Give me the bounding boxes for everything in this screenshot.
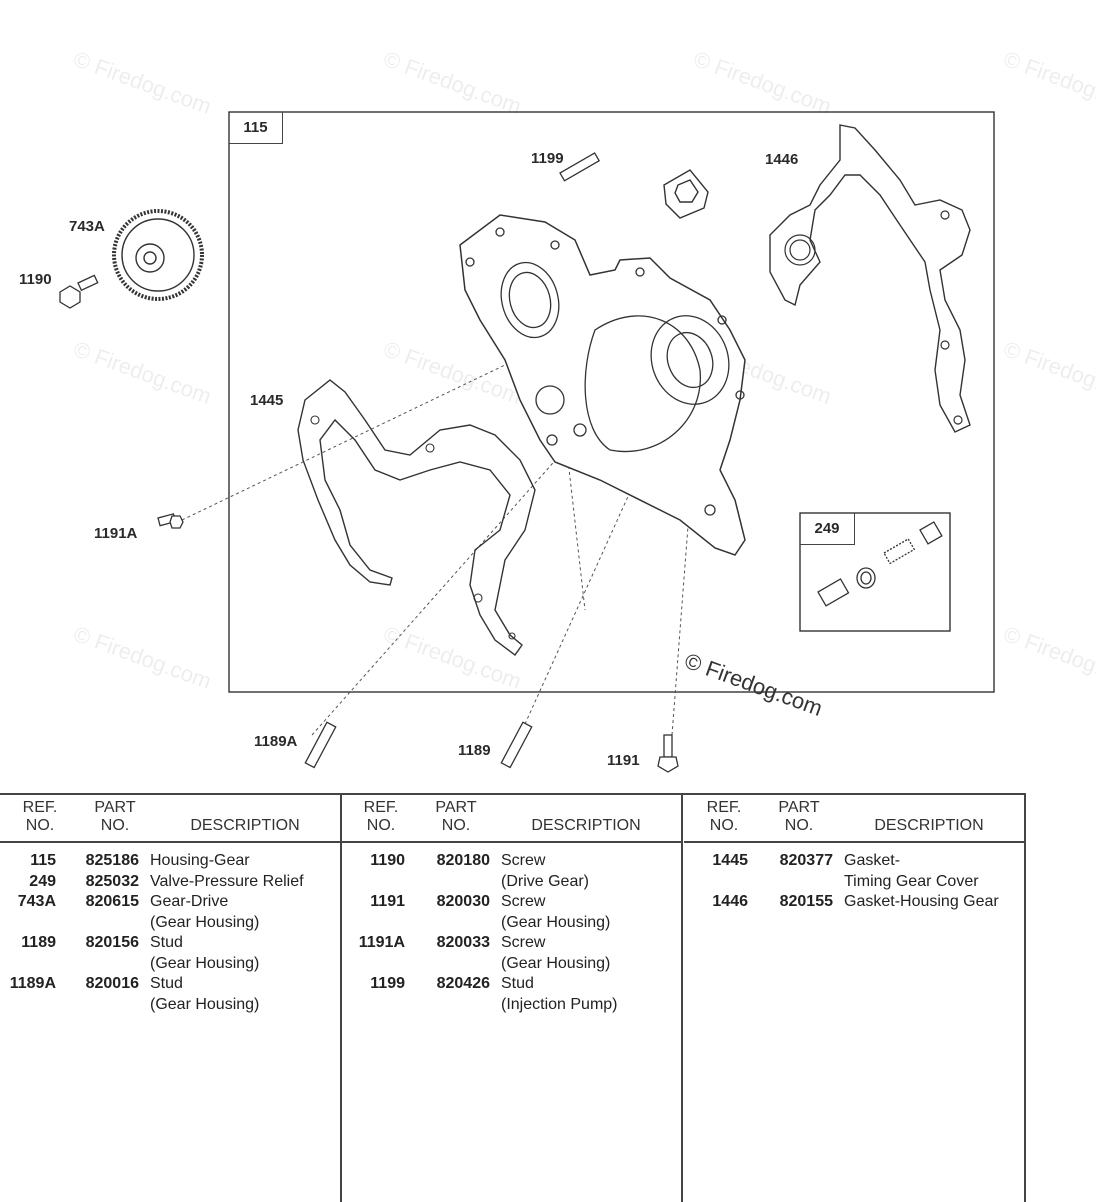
ref-number: 1199 [370,975,405,992]
table-row: 1199 820426 Stud (Injection Pump) [341,974,683,1015]
table-header: REF. NO. PART NO. DESCRIPTION [0,795,342,843]
parts-column: REF. NO. PART NO. DESCRIPTION 115 825186 Hous… [0,795,342,1202]
part-description: (Drive Gear) [501,872,590,890]
part-description: Stud [501,975,534,992]
table-row: 1191 820030 Screw (Gear Housing) [341,892,683,933]
part-description: Screw [501,852,546,869]
part-description: Screw [501,893,546,910]
callout-743a: 743A [69,218,105,235]
ref-number: 1189 [21,934,56,951]
stud-1199 [559,152,601,182]
ref-number: 1445 [712,852,748,869]
callout-1189a: 1189A [254,733,298,750]
part-description: (Gear Housing) [150,913,260,931]
part-description: Screw [501,934,546,951]
relief-valve-parts [817,521,943,607]
ref-number: 1191A [358,934,405,951]
part-description: (Gear Housing) [150,954,260,972]
part-number: 820016 [85,975,139,992]
screw-1191 [657,734,679,773]
part-description: (Gear Housing) [501,954,611,972]
exploded-parts-diagram: © Firedog.com © Firedog.com © Firedog.co… [19,46,1096,773]
part-description: Stud [150,975,183,992]
stud-1189a [304,721,337,769]
ref-number: 1189A [9,975,56,992]
header-part-no: PART NO. [435,799,477,834]
header-part-no: PART NO. [778,799,820,834]
inset-box-frame [799,512,951,632]
table-row: 1446 820155 Gasket-Housing Gear [684,892,1026,913]
column-divider [1024,795,1026,1202]
inset-box-label: 249 [800,513,855,545]
gear-housing [459,214,746,556]
header-ref-no: REF. NO. [22,799,58,834]
part-description: (Injection Pump) [501,995,618,1013]
part-description: Gear-Drive [150,893,229,910]
part-number: 820615 [85,893,139,910]
drive-gear-743a [112,209,204,301]
ref-number: 1190 [370,852,405,869]
part-number: 820155 [779,893,833,910]
part-number: 825186 [85,852,139,869]
diagram-drawing [59,111,995,773]
ref-number: 115 [30,852,56,869]
header-description: DESCRIPTION [874,817,984,834]
callout-1446: 1446 [765,151,799,168]
part-number: 820426 [436,975,490,992]
callout-1191a: 1191A [94,525,138,542]
part-description: Timing Gear Cover [844,872,979,890]
part-description: (Gear Housing) [501,913,611,931]
part-description: Gasket- [844,852,901,869]
table-header: REF. NO. PART NO. DESCRIPTION [684,795,1026,843]
gasket-1445 [297,379,536,656]
ref-number: 1446 [712,893,748,910]
part-description: Stud [150,934,183,951]
part-description: Gasket-Housing Gear [844,893,999,910]
part-description: Housing-Gear [150,852,250,869]
part-description: Valve-Pressure Relief [150,872,304,890]
part-number: 820156 [85,934,139,951]
table-row: 743A 820615 Gear-Drive (Gear Housing) [0,892,342,933]
ref-number: 743A [17,893,56,910]
table-row: 115 825186 Housing-Gear [0,851,342,872]
table-row: 1190 820180 Screw (Drive Gear) [341,851,683,892]
callout-1199: 1199 [531,150,564,167]
table-row: 1191A 820033 Screw (Gear Housing) [341,933,683,974]
column-divider [340,795,342,1202]
table-row: 1189 820156 Stud (Gear Housing) [0,933,342,974]
ref-number: 1191 [370,893,405,910]
ref-number: 249 [29,872,56,890]
part-number: 825032 [85,872,139,890]
table-row: 249 825032 Valve-Pressure Relief [0,872,342,893]
part-number: 820030 [436,893,490,910]
screw-1190 [59,274,99,309]
stud-1189 [500,721,533,769]
table-header: REF. NO. PART NO. DESCRIPTION [341,795,683,843]
header-ref-no: REF. NO. [706,799,742,834]
column-divider [681,795,683,1202]
gasket-1446 [769,124,971,433]
part-description: (Gear Housing) [150,995,260,1013]
table-row: 1189A 820016 Stud (Gear Housing) [0,974,342,1015]
part-number: 820033 [436,934,490,951]
callout-1189: 1189 [458,742,491,759]
part-number: 820377 [779,852,833,869]
callout-1191: 1191 [607,752,640,769]
screw-1191a [157,513,184,529]
callout-1190: 1190 [19,271,52,288]
main-box-frame [228,111,995,693]
header-description: DESCRIPTION [531,817,641,834]
part-number: 820180 [436,852,490,869]
header-ref-no: REF. NO. [363,799,399,834]
bearing [663,169,709,219]
header-part-no: PART NO. [94,799,136,834]
callout-1445: 1445 [250,392,284,409]
header-description: DESCRIPTION [190,817,300,834]
parts-table: REF. NO. PART NO. DESCRIPTION 115 825186 Hous… [0,793,1026,1202]
table-row: 1445 820377 Gasket- Timing Gear Cover [684,851,1026,892]
main-box-label: 115 [229,112,283,144]
